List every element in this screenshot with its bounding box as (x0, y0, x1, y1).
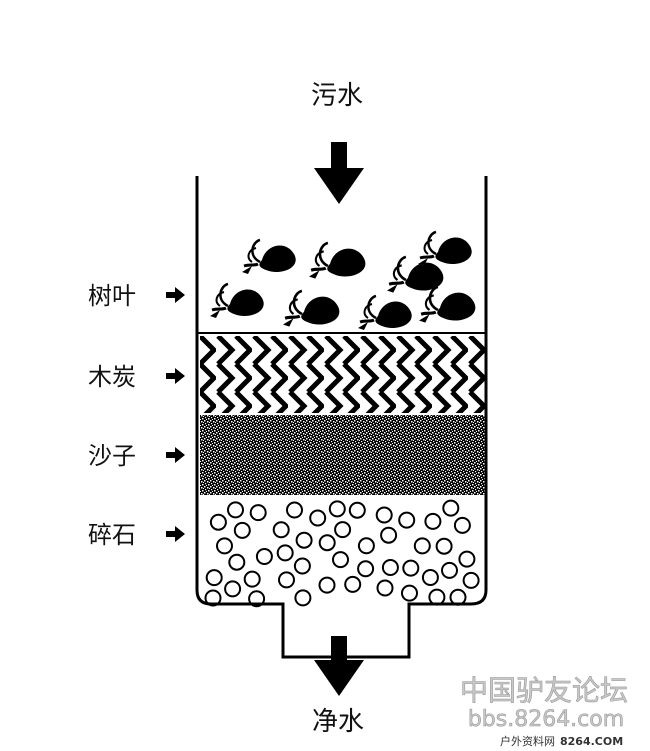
leaf-icon (416, 230, 474, 268)
gravel-stone (462, 571, 480, 589)
watermark-title: 中国驴友论坛 (460, 674, 628, 707)
watermark-footer-domain: 8264.COM (560, 735, 623, 748)
charcoal-layer (200, 336, 486, 413)
gravel-stone (401, 584, 418, 602)
gravel-stone (209, 513, 227, 531)
inlet-arrow-icon (314, 142, 364, 204)
gravel-stone (227, 501, 244, 519)
gravel-stone (424, 512, 442, 530)
gravel-stone (442, 499, 460, 517)
pointer-arrow-icon (166, 447, 185, 463)
gravel-stone (272, 521, 290, 539)
gravel-stone (205, 569, 223, 587)
leaf-icon (281, 289, 341, 329)
gravel-stone (421, 569, 439, 586)
gravel-stone (228, 553, 246, 571)
gravel-stone (255, 548, 273, 565)
gravel-stone (293, 557, 311, 575)
gravel-stone (348, 501, 366, 519)
gravel-stone (376, 579, 394, 597)
gravel-stone (248, 590, 266, 608)
gravel-stone (435, 537, 453, 555)
gravel-stone (249, 504, 267, 522)
gravel-stone (441, 561, 458, 579)
gravel-stone (294, 589, 312, 607)
gravel-stone (380, 526, 398, 544)
layer-label-leaves: 树叶 (88, 282, 136, 310)
gravel-stone (458, 550, 476, 568)
leaf-icon (417, 285, 477, 325)
watermark-url: bbs.8264.com (468, 707, 624, 732)
pointer-arrow-icon (166, 368, 185, 384)
gravel-stone (286, 501, 303, 519)
gravel-stone (357, 537, 375, 555)
gravel-stone (398, 511, 416, 529)
pointer-arrow-icon (166, 287, 185, 303)
gravel-stone (428, 588, 446, 606)
gravel-layer (204, 499, 480, 608)
gravel-stone (278, 571, 295, 589)
watermark-footer: 户外资料网 (500, 734, 555, 748)
gravel-stone (449, 588, 467, 606)
layer-label-sand: 沙子 (88, 442, 136, 470)
gravel-stone (243, 570, 261, 588)
inlet-label: 污水 (311, 81, 363, 111)
gravel-stone (216, 537, 233, 555)
layer-label-gravel: 碎石 (88, 521, 136, 549)
layer-label-charcoal: 木炭 (88, 363, 136, 391)
leaf-icon (356, 294, 414, 332)
gravel-stone (375, 506, 393, 524)
gravel-stone (318, 576, 336, 594)
gravel-stone (309, 509, 327, 527)
gravel-stone (332, 551, 349, 569)
gravel-stone (334, 521, 352, 539)
gravel-stone (402, 559, 420, 577)
outlet-arrow-icon (314, 636, 364, 696)
leaf-icon (240, 238, 298, 276)
leaf-icon (208, 282, 266, 320)
gravel-stone (357, 560, 375, 578)
leaves-layer (208, 230, 477, 332)
gravel-stone (453, 516, 471, 534)
pointer-arrow-icon (166, 526, 185, 542)
gravel-stone (318, 534, 336, 552)
gravel-stone (233, 521, 251, 539)
gravel-stone (381, 559, 399, 576)
sand-layer (200, 415, 486, 495)
outlet-label: 净水 (312, 707, 364, 737)
gravel-stone (328, 500, 346, 518)
gravel-stone (276, 544, 294, 562)
gravel-stone (295, 531, 313, 549)
gravel-stone (413, 537, 431, 555)
leaf-icon (307, 241, 367, 281)
gravel-stone (344, 575, 362, 593)
gravel-stone (224, 580, 242, 598)
